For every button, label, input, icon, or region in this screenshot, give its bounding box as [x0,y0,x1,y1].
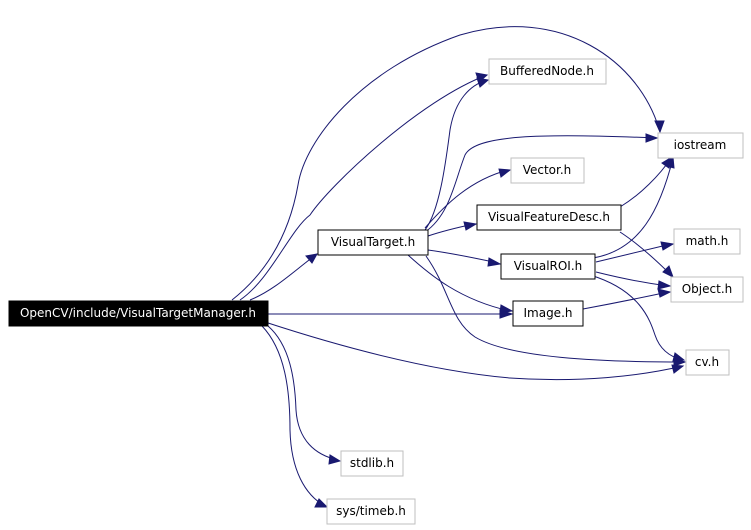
edge-visualroi-to-object [595,271,672,290]
node-visualtarget[interactable]: VisualTarget.h [317,229,429,256]
edge-visualfeaturedesc-to-object [619,231,674,279]
edge-visualfeaturedesc-to-iostream [619,155,673,208]
edge-visualtarget-to-visualfeaturedesc [427,221,478,237]
node-systimeb[interactable]: sys/timeb.h [326,498,416,525]
svg-text:cv.h: cv.h [695,355,719,369]
svg-text:OpenCV/include/VisualTargetMan: OpenCV/include/VisualTargetManager.h [20,306,256,320]
svg-text:VisualTarget.h: VisualTarget.h [331,235,415,249]
edge-root-to-stdlib [267,325,342,465]
svg-text:iostream: iostream [674,138,727,152]
dependency-edges [231,26,687,508]
node-object[interactable]: Object.h [670,276,744,303]
node-root-visualtargetmanager[interactable]: OpenCV/include/VisualTargetManager.h [8,300,269,327]
node-math[interactable]: math.h [673,228,741,255]
svg-text:Vector.h: Vector.h [523,163,572,177]
svg-text:math.h: math.h [686,234,729,248]
svg-text:Object.h: Object.h [682,282,733,296]
node-stdlib[interactable]: stdlib.h [340,450,404,477]
edge-root-to-bufferednode [239,72,489,301]
edge-root-to-systimeb [261,325,329,508]
edge-visualroi-to-math [595,241,675,263]
svg-text:VisualFeatureDesc.h: VisualFeatureDesc.h [488,210,610,224]
svg-text:sys/timeb.h: sys/timeb.h [336,504,406,518]
edge-visualroi-to-cv [589,274,686,362]
node-cv[interactable]: cv.h [685,349,730,376]
svg-text:stdlib.h: stdlib.h [350,456,394,470]
edge-root-to-visualtarget [249,253,318,301]
node-bufferednode[interactable]: BufferedNode.h [488,58,607,85]
node-image[interactable]: Image.h [512,300,584,327]
svg-text:Image.h: Image.h [523,306,572,320]
edge-visualtarget-to-bufferednode [424,77,490,231]
edge-root-to-iostream [231,26,665,301]
svg-text:VisualROI.h: VisualROI.h [514,259,583,273]
edge-image-to-object [582,288,672,310]
edge-visualtarget-to-vector [424,168,512,229]
dependency-nodes: OpenCV/include/VisualTargetManager.h Vis… [8,58,744,525]
node-vector[interactable]: Vector.h [510,157,585,184]
edge-root-to-cv [264,321,685,381]
edge-visualtarget-to-image [407,254,514,314]
svg-text:BufferedNode.h: BufferedNode.h [500,64,594,78]
edge-visualroi-to-iostream [592,155,675,259]
node-iostream[interactable]: iostream [657,132,744,159]
edge-visualtarget-to-visualroi [427,249,502,267]
node-visualroi[interactable]: VisualROI.h [500,253,596,280]
node-visualfeaturedesc[interactable]: VisualFeatureDesc.h [476,204,622,231]
edge-root-to-image [267,309,514,319]
